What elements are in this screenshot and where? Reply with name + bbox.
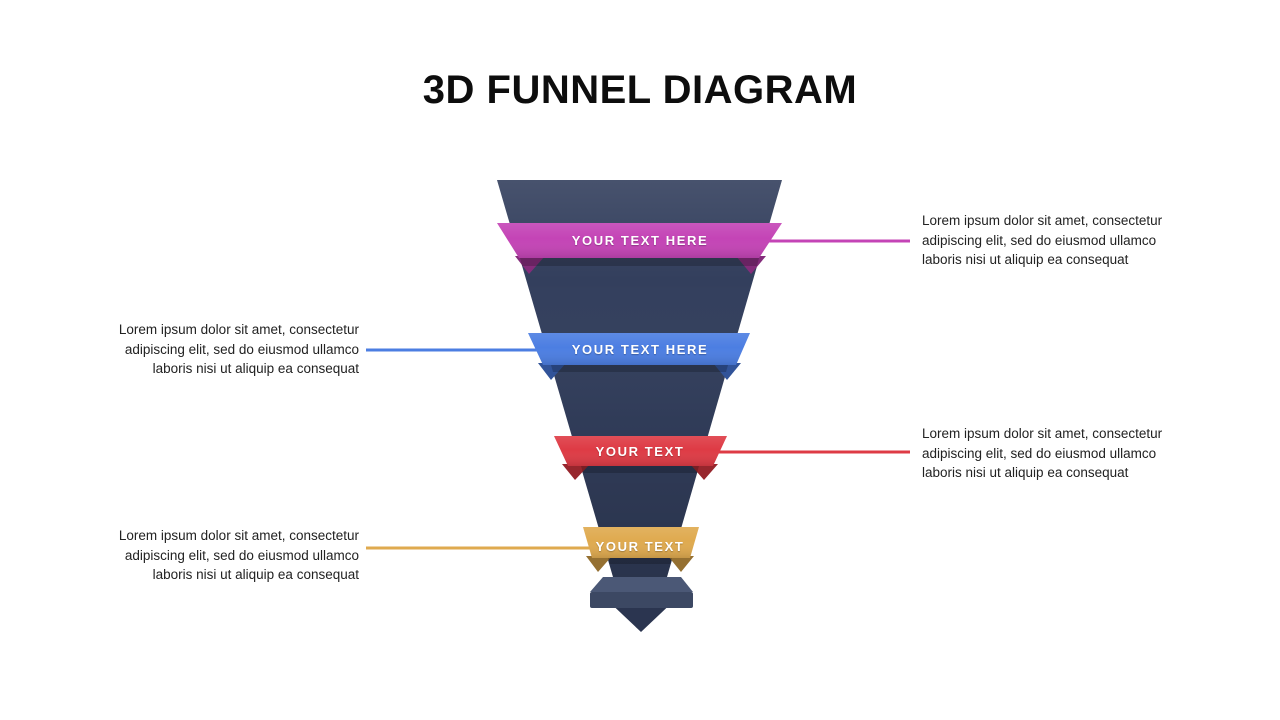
stage3-label: YOUR TEXT bbox=[595, 444, 685, 459]
slide-title: 3D FUNNEL DIAGRAM bbox=[422, 68, 858, 112]
stage3-ribbon-fold-right bbox=[690, 464, 718, 480]
funnel-base-top-face bbox=[590, 577, 693, 592]
stage1-ribbon-fold-left bbox=[515, 256, 545, 274]
stage2-band-shadow bbox=[551, 365, 728, 372]
funnel-base-front-face bbox=[590, 592, 693, 608]
stage1-ribbon-fold-right bbox=[736, 256, 766, 274]
stage4-ribbon-fold-left bbox=[586, 556, 612, 572]
stage3-band-shading bbox=[554, 436, 727, 466]
stage1-label: YOUR TEXT HERE bbox=[571, 233, 709, 248]
stage3-ribbon-fold-left bbox=[562, 464, 590, 480]
stage2-label: YOUR TEXT HERE bbox=[571, 342, 709, 357]
stage4-ribbon-fold-right bbox=[668, 556, 694, 572]
stage2-note: Lorem ipsum dolor sit amet, consectetur … bbox=[118, 322, 359, 376]
stage1-band-shading bbox=[497, 223, 782, 258]
stage3-note: Lorem ipsum dolor sit amet, consectetur … bbox=[922, 426, 1163, 480]
stage4-band-shadow bbox=[608, 558, 672, 564]
stage4-label: YOUR TEXT bbox=[595, 539, 685, 554]
stage1-note: Lorem ipsum dolor sit amet, consectetur … bbox=[922, 213, 1163, 267]
stage4-note: Lorem ipsum dolor sit amet, consectetur … bbox=[118, 528, 359, 582]
stage2-band-shading bbox=[528, 333, 750, 365]
stage2-ribbon-fold-right bbox=[713, 363, 741, 380]
stage4-band-shading bbox=[583, 527, 699, 558]
stage2-ribbon-fold-left bbox=[538, 363, 566, 380]
stage3-band-shadow bbox=[581, 466, 699, 473]
funnel-cone-shading bbox=[497, 180, 782, 577]
stage1-band-shadow bbox=[520, 258, 759, 266]
